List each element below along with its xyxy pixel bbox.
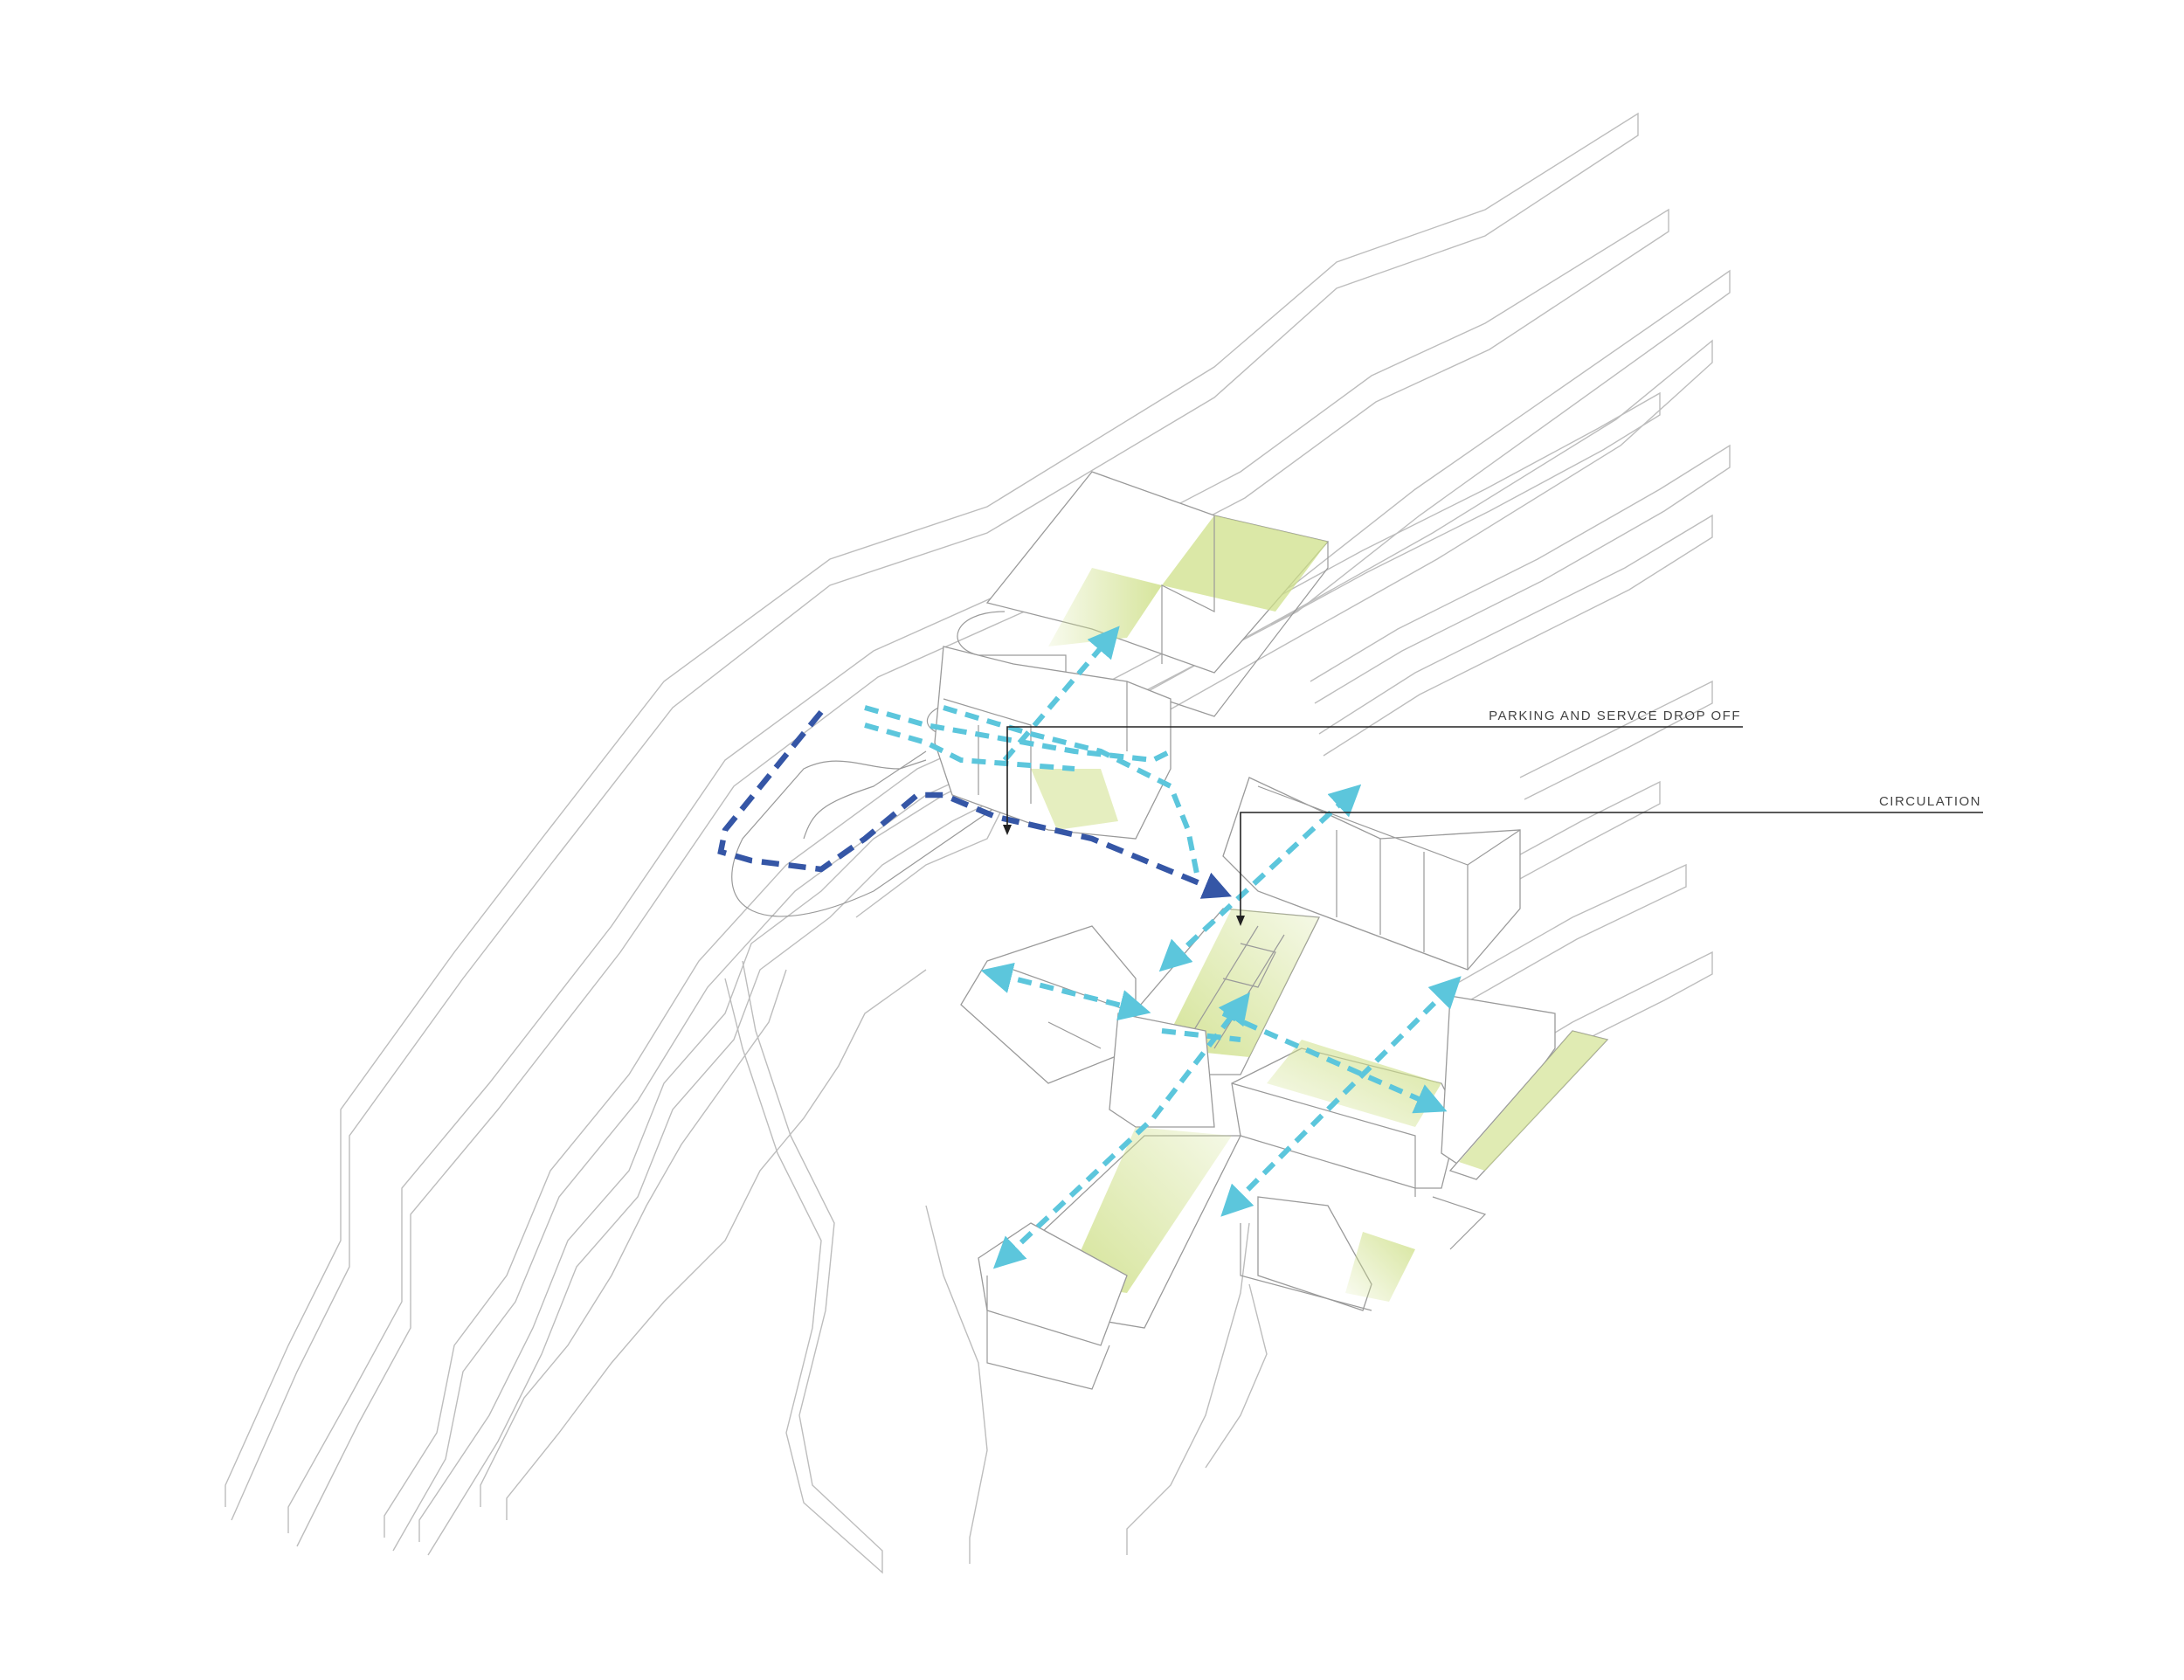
entry-volume [934,646,1171,840]
circulation-paths [864,626,1462,1269]
label-parking-and-service-drop-off: PARKING AND SERVCE DROP OFF [1489,709,1741,723]
label-circulation: CIRCULATION [1879,794,1981,809]
parking-path [717,709,1233,899]
north-volume [985,471,1330,717]
leader-lines [1003,726,1983,926]
terrain-contours [225,112,1731,1574]
arrowhead-icon [1236,916,1245,926]
arrowhead-icon [1003,825,1012,835]
